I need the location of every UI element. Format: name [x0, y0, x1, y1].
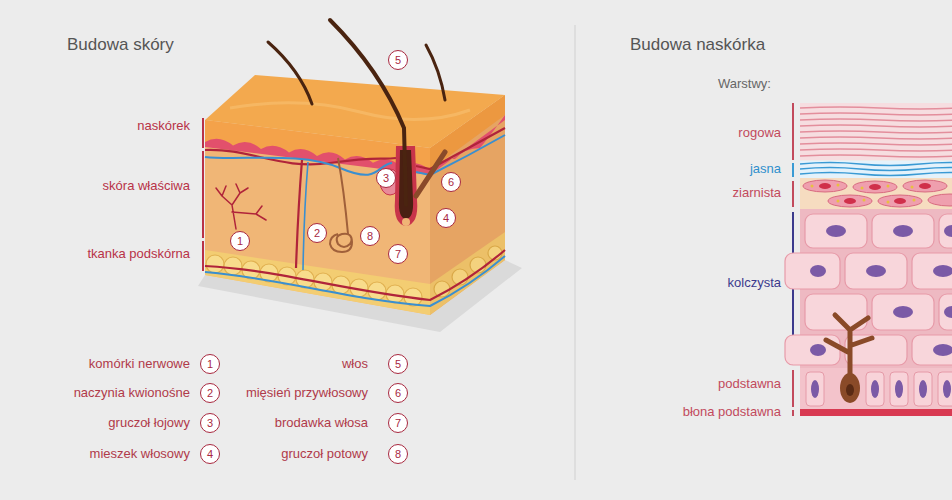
layer-label: jasna — [750, 161, 781, 177]
legend-text: gruczoł potowy — [281, 446, 368, 462]
callout-number: 4 — [443, 212, 449, 224]
legend-text: włos — [342, 356, 368, 372]
layer-label: błona podstawna — [683, 404, 781, 420]
callout-number: 1 — [237, 235, 243, 247]
layer-label: podstawna — [718, 376, 781, 392]
panel-title: Budowa skóry — [67, 35, 174, 55]
callout-circle: 6 — [388, 383, 408, 403]
callout-circle: 5 — [388, 50, 408, 70]
callout-number: 1 — [207, 358, 213, 370]
callout-number: 2 — [207, 387, 213, 399]
callout-number: 5 — [395, 358, 401, 370]
callout-number: 7 — [395, 248, 401, 260]
callout-circle: 7 — [388, 244, 408, 264]
legend-text: brodawka włosa — [275, 415, 368, 431]
callout-number: 8 — [395, 448, 401, 460]
callout-circle: 6 — [441, 172, 461, 192]
callout-circle: 1 — [200, 354, 220, 374]
callout-circle: 4 — [200, 444, 220, 464]
panel-title: Budowa naskórka — [630, 35, 765, 55]
legend-text: mięsień przywłosowy — [246, 385, 368, 401]
callout-circle: 5 — [388, 354, 408, 374]
callout-circle: 3 — [200, 413, 220, 433]
callout-circle: 1 — [230, 231, 250, 251]
callout-circle: 8 — [360, 226, 380, 246]
layer-label: skóra właściwa — [103, 178, 190, 194]
callout-number: 3 — [383, 172, 389, 184]
callout-circle: 2 — [307, 223, 327, 243]
layer-label: kolczysta — [728, 275, 781, 291]
legend-text: mieszek włosowy — [90, 446, 190, 462]
callout-circle: 4 — [436, 208, 456, 228]
callout-number: 7 — [395, 417, 401, 429]
layer-label: rogowa — [738, 125, 781, 141]
section-label: Warstwy: — [718, 76, 771, 92]
callout-number: 8 — [367, 230, 373, 242]
callout-number: 3 — [207, 417, 213, 429]
callout-circle: 7 — [388, 413, 408, 433]
layer-label: ziarnista — [733, 185, 781, 201]
callout-circle: 3 — [376, 168, 396, 188]
layer-label: naskórek — [137, 118, 190, 134]
legend-text: naczynia kwionośne — [74, 385, 190, 401]
callout-circle: 2 — [200, 383, 220, 403]
callout-number: 6 — [395, 387, 401, 399]
callout-number: 6 — [448, 176, 454, 188]
layer-label: tkanka podskórna — [87, 246, 190, 262]
callout-number: 4 — [207, 448, 213, 460]
legend-text: gruczoł łojowy — [108, 415, 190, 431]
callout-circle: 8 — [388, 444, 408, 464]
callout-number: 2 — [314, 227, 320, 239]
legend-text: komórki nerwowe — [89, 356, 190, 372]
callout-number: 5 — [395, 54, 401, 66]
